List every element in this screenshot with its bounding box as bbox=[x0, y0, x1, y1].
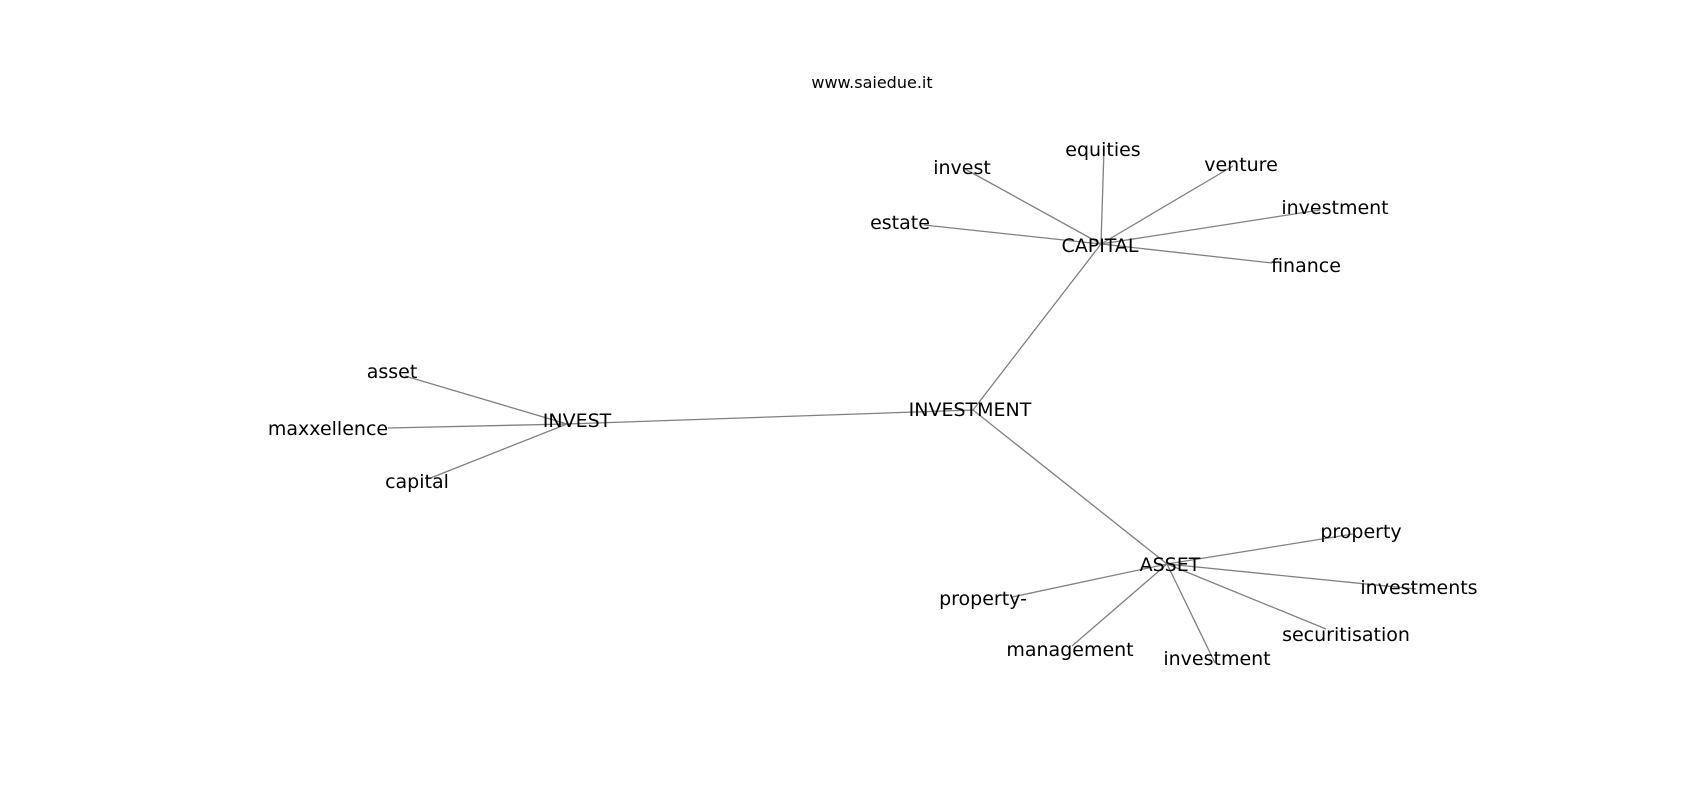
edge-invest-i-capital bbox=[427, 423, 568, 480]
edge-capital-c-venture bbox=[1100, 165, 1234, 245]
node-label-i-maxxellence: maxxellence bbox=[268, 418, 388, 440]
edges-layer bbox=[387, 148, 1417, 664]
labels-layer: www.saiedue.it INVESTMENT CAPITAL INVEST AS… bbox=[268, 73, 1478, 670]
edge-capital-c-finance bbox=[1100, 243, 1273, 264]
edge-investment-invest bbox=[566, 409, 974, 425]
node-label-a-securitisation: securitisation bbox=[1282, 624, 1410, 646]
edge-asset-a-investments bbox=[1166, 563, 1417, 590]
node-label-asset: ASSET bbox=[1140, 554, 1201, 576]
edge-capital-c-investment bbox=[1100, 209, 1321, 245]
node-label-c-equities: equities bbox=[1065, 139, 1140, 161]
edge-investment-asset bbox=[972, 409, 1168, 565]
node-label-i-capital: capital bbox=[385, 471, 449, 493]
edge-invest-i-asset bbox=[404, 375, 568, 425]
edge-asset-a-investment bbox=[1166, 563, 1216, 664]
node-label-investment: INVESTMENT bbox=[909, 399, 1032, 421]
node-label-invest: INVEST bbox=[543, 410, 612, 432]
node-label-c-investment: investment bbox=[1281, 197, 1388, 219]
edge-capital-c-estate bbox=[923, 224, 1102, 245]
node-label-c-venture: venture bbox=[1204, 154, 1278, 176]
edge-capital-c-equities bbox=[1100, 148, 1105, 245]
node-label-capital: CAPITAL bbox=[1061, 235, 1138, 257]
node-label-c-estate: estate bbox=[870, 212, 930, 234]
node-label-a-property-dash: property- bbox=[939, 588, 1027, 610]
edge-capital-c-invest bbox=[964, 168, 1102, 245]
edge-asset-a-management bbox=[1071, 563, 1168, 647]
node-label-c-finance: finance bbox=[1271, 255, 1341, 277]
edge-asset-a-property-dash bbox=[1011, 563, 1168, 598]
node-label-a-property: property bbox=[1320, 521, 1401, 543]
source-url-label: www.saiedue.it bbox=[811, 73, 932, 92]
node-label-a-management: management bbox=[1006, 639, 1133, 661]
edge-asset-a-property bbox=[1166, 533, 1354, 565]
edge-investment-capital bbox=[972, 243, 1102, 411]
node-label-a-investment: investment bbox=[1163, 648, 1270, 670]
node-label-a-investments: investments bbox=[1360, 577, 1477, 599]
node-label-i-asset: asset bbox=[367, 361, 418, 383]
edge-asset-a-securitisation bbox=[1166, 563, 1327, 630]
edge-invest-i-maxxellence bbox=[387, 423, 568, 429]
node-label-c-invest: invest bbox=[933, 157, 991, 179]
